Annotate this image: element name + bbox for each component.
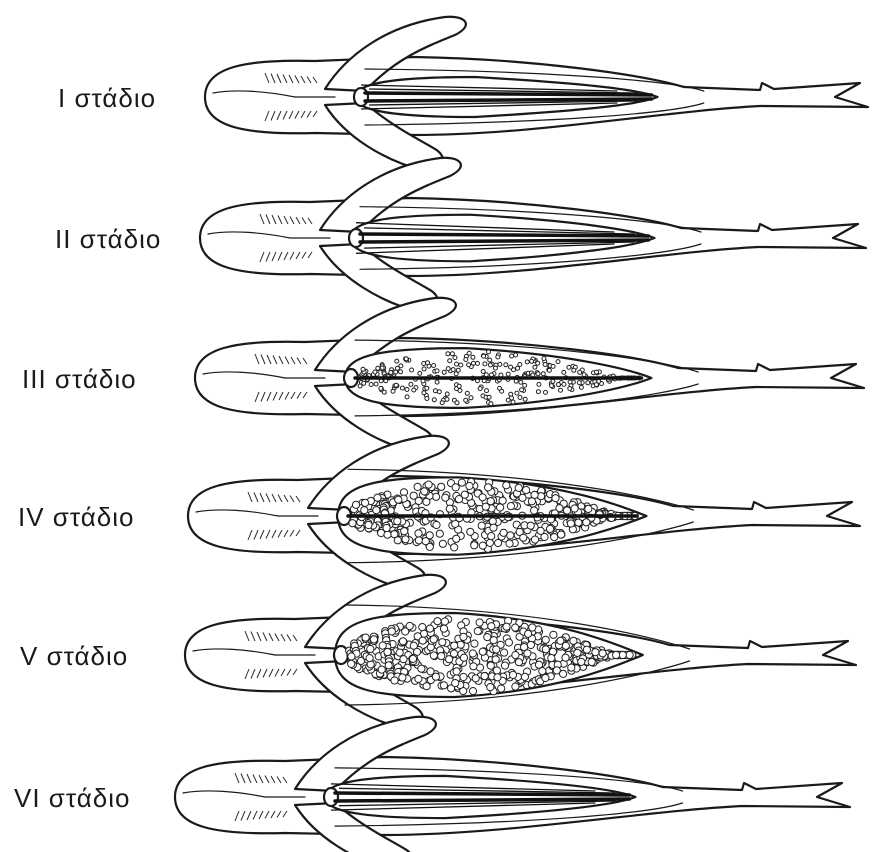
stage-label: II στάδιο [55,224,161,254]
fish-stage-1: I στάδιο [58,17,868,172]
fish-stage-3: III στάδιο [22,298,864,453]
vent [354,88,368,106]
stage-label: I στάδιο [58,83,156,113]
vent [349,229,363,247]
stage-label: VI στάδιο [14,783,130,813]
fish-stage-5: V στάδιο [20,575,856,730]
fish-stage-2: II στάδιο [55,158,866,313]
stage-label: V στάδιο [20,641,128,671]
stage-label: III στάδιο [22,364,137,394]
fish-stage-6: VI στάδιο [14,717,850,852]
stage-label: IV στάδιο [18,502,134,532]
fish-stage-4: IV στάδιο [18,436,860,591]
vent [324,788,338,806]
